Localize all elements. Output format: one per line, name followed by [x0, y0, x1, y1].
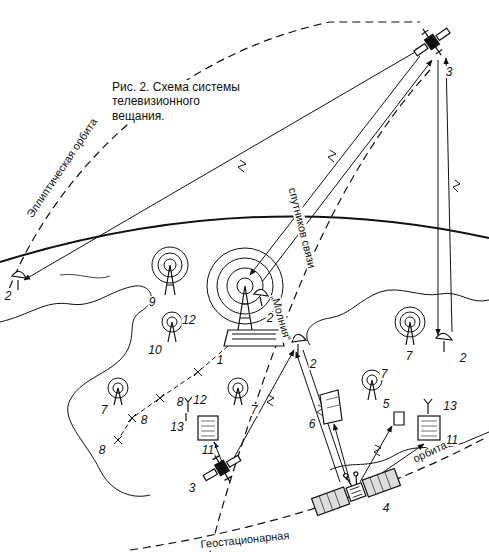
callout-number: 1 [216, 354, 225, 366]
callout-number: 13 [442, 400, 457, 412]
callout-number: 7 [250, 404, 259, 416]
callout-number: 2 [4, 290, 13, 302]
callout-number: 9 [148, 296, 157, 308]
callout-number: 12 [181, 314, 196, 326]
callout-number: 11 [201, 444, 215, 456]
callout-number: 8 [176, 396, 185, 408]
radio-waves [108, 247, 425, 398]
callout-number: 2 [266, 312, 275, 324]
orbit-label: Геостационарная [199, 530, 291, 550]
orbit-label: орбита [411, 439, 450, 465]
links [24, 48, 460, 484]
callout-number: 7 [380, 368, 389, 380]
callout-number: 3 [188, 482, 197, 494]
callout-number: 5 [382, 398, 391, 410]
stations [184, 330, 440, 440]
callout-number: 2 [459, 352, 468, 364]
callout-number: 6 [308, 418, 317, 430]
orbit-label: Эллиптическая орбита [24, 116, 100, 221]
towers [114, 265, 414, 405]
orbits [5, 22, 485, 552]
callout-number: 12 [192, 394, 207, 406]
dishes [12, 271, 452, 354]
callout-number: 8 [98, 444, 107, 456]
callout-number: 7 [100, 404, 109, 416]
callout-number: 2 [309, 358, 318, 370]
radio-relay-line [114, 346, 228, 444]
earth [0, 216, 489, 496]
callout-number: 7 [405, 350, 414, 362]
figure-title: Рис. 2. Схема системы телевизионного вещ… [112, 80, 254, 123]
orbit-label: спутников связи [286, 186, 317, 271]
callout-number: 10 [147, 344, 162, 356]
callout-number: 3 [445, 66, 454, 78]
callout-number: 4 [382, 502, 391, 514]
callout-number: 8 [140, 414, 149, 426]
callout-number: 13 [169, 421, 184, 433]
